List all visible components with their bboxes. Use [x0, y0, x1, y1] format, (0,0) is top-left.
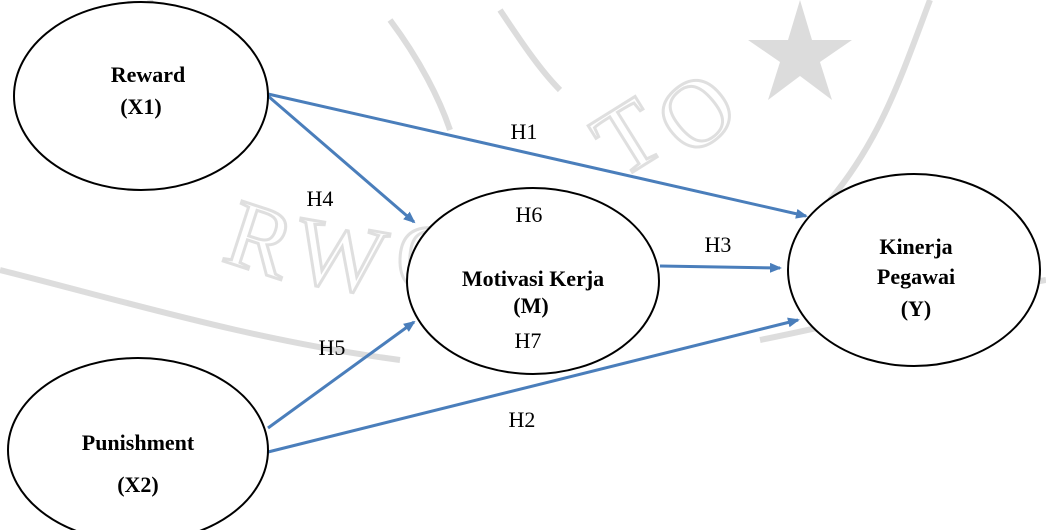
label-h6: H6 — [516, 202, 543, 227]
node-kinerja-code: (Y) — [901, 296, 932, 321]
arrow-h1 — [267, 92, 808, 219]
star-icon — [748, 0, 852, 100]
node-motivasi: Motivasi Kerja (M) — [406, 187, 660, 375]
label-h5: H5 — [319, 335, 346, 360]
node-punishment-title: Punishment — [82, 430, 195, 455]
arrow-h4 — [267, 94, 416, 224]
label-h7: H7 — [515, 328, 542, 353]
arrow-h3 — [659, 262, 782, 273]
label-h3: H3 — [705, 232, 732, 257]
node-motivasi-title: Motivasi Kerja — [462, 266, 604, 291]
node-kinerja-title: Kinerja — [879, 234, 952, 259]
label-h2: H2 — [509, 407, 536, 432]
node-kinerja: Kinerja Pegawai (Y) — [787, 173, 1041, 367]
arrow-h5 — [267, 320, 416, 430]
node-motivasi-code: (M) — [513, 293, 548, 318]
node-reward-title: Reward — [111, 62, 186, 87]
arrow-h2 — [267, 317, 800, 454]
node-punishment-code: (X2) — [117, 472, 159, 497]
node-kinerja-subtitle: Pegawai — [877, 264, 955, 289]
label-h1: H1 — [511, 119, 538, 144]
label-h4: H4 — [307, 186, 334, 211]
node-reward-code: (X1) — [120, 94, 162, 119]
node-reward: Reward (X1) — [13, 1, 269, 191]
svg-text:W: W — [286, 195, 394, 316]
node-punishment: Punishment (X2) — [7, 357, 269, 530]
